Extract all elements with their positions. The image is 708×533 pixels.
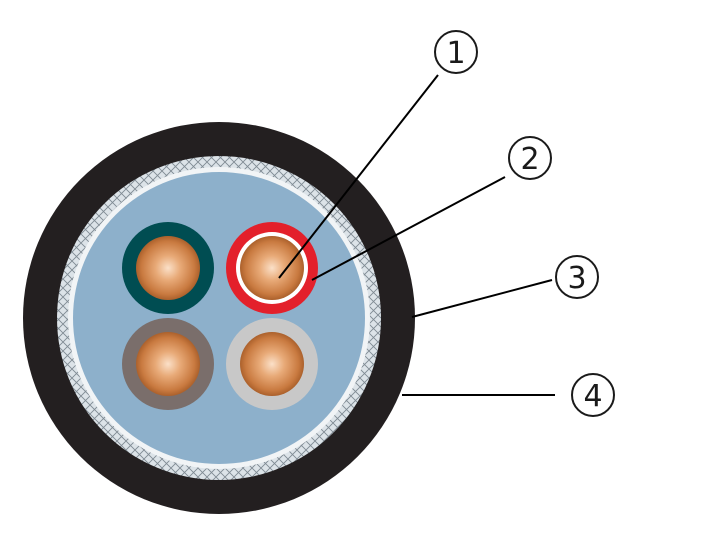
leader-line-2 [311, 176, 506, 281]
inner-filler [73, 172, 365, 464]
leader-line-1 [278, 74, 439, 279]
callout-1-number: 1 [446, 36, 465, 71]
core-2-conductor [240, 236, 304, 300]
callout-3-circle [555, 255, 599, 299]
core-1-conductor [136, 236, 200, 300]
callout-1: 1 [434, 30, 478, 74]
callout-1-circle [434, 30, 478, 74]
leader-line-3 [411, 279, 553, 318]
callout-4-circle [571, 373, 615, 417]
core-2 [226, 222, 318, 314]
callout-2-number: 2 [520, 142, 539, 177]
core-4 [226, 318, 318, 410]
core-3 [122, 318, 214, 410]
callout-4-number: 4 [583, 379, 602, 414]
callout-2-circle [508, 136, 552, 180]
callout-2: 2 [508, 136, 552, 180]
callout-4: 4 [571, 373, 615, 417]
callout-3: 3 [555, 255, 599, 299]
core-1 [122, 222, 214, 314]
core-3-conductor [136, 332, 200, 396]
callout-3-number: 3 [567, 261, 586, 296]
core-4-conductor [240, 332, 304, 396]
